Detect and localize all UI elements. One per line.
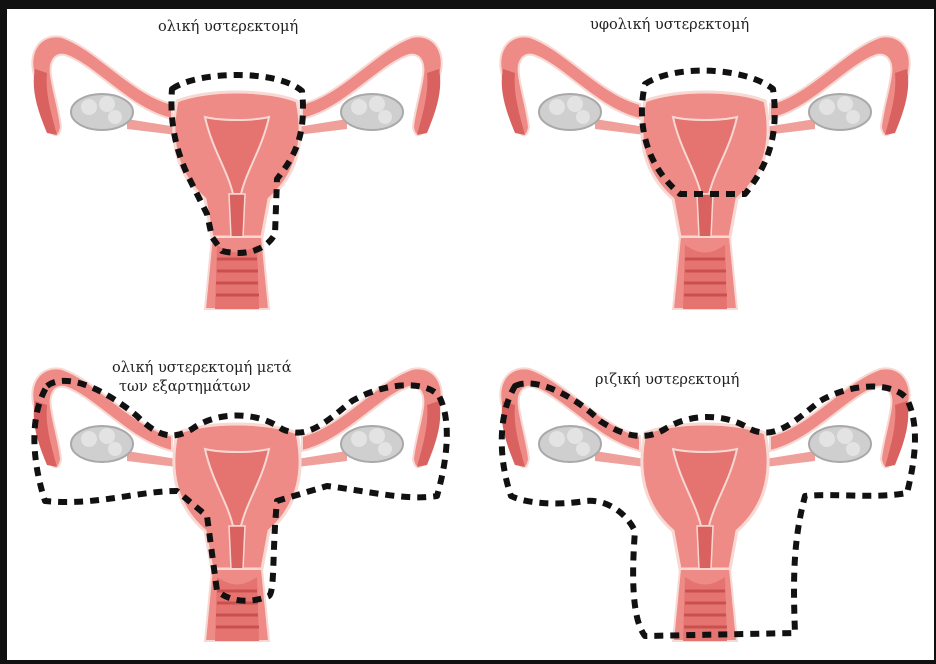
caption-subtotal-hysterectomy: υφολική υστερεκτομή: [590, 16, 749, 35]
caption-total-hysterectomy: ολική υστερεκτομή: [158, 18, 298, 37]
panel-total-hysterectomy: ολική υστερεκτομή: [7, 9, 467, 334]
panel-total-hysterectomy-with-adnexa: ολική υστερεκτομή μετά των εξαρτημάτων: [7, 341, 467, 664]
caption-total-with-adnexa-line1: ολική υστερεκτομή μετά: [112, 359, 292, 378]
caption-radical-hysterectomy: ριζική υστερεκτομή: [595, 371, 739, 390]
caption-total-with-adnexa-line2: των εξαρτημάτων: [119, 378, 251, 397]
uterus-illustration: [7, 9, 467, 334]
panel-radical-hysterectomy: ριζική υστερεκτομή: [475, 341, 935, 664]
uterus-illustration: [475, 9, 935, 334]
panel-subtotal-hysterectomy: υφολική υστερεκτομή: [475, 9, 935, 334]
